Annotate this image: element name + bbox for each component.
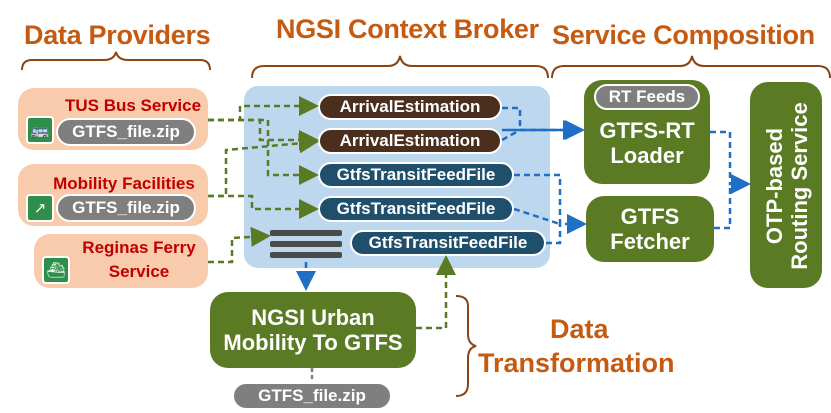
- ferry-icon: ⛴: [42, 256, 70, 284]
- entity-arrival-estimation-1: ArrivalEstimation: [318, 94, 502, 120]
- entity-arrival-estimation-2: ArrivalEstimation: [318, 128, 502, 154]
- entity-gtfs-transit-feed-file-3: GtfsTransitFeedFile: [350, 230, 546, 256]
- gtfs-fetcher-box: GTFS Fetcher: [586, 196, 714, 262]
- brace-service-composition: [551, 55, 831, 79]
- gtfs-rt-loader-label-line2: Loader: [610, 143, 684, 168]
- arrow-gtfs2-to-fetcher: [513, 207, 561, 226]
- arrow-ferry-to-db: [208, 226, 271, 264]
- context-broker-title: NGSI Context Broker: [276, 14, 539, 44]
- arrow-urban-to-gtfs3: [416, 255, 456, 330]
- arrow-loader-to-routing: [710, 130, 751, 194]
- gtfs-fetcher-label-line2: Fetcher: [610, 229, 690, 254]
- data-providers-title: Data Providers: [24, 20, 211, 50]
- data-transformation-label-line1: Data: [550, 314, 609, 344]
- provider-reginas-ferry-name-line2: Service: [108, 262, 170, 281]
- output-gtfs-file: GTFS_file.zip: [232, 382, 392, 410]
- database-icon: [270, 230, 342, 260]
- routing-service-box: [750, 82, 822, 288]
- arrow-fetcher-to-routing: [714, 184, 732, 230]
- data-transformation-label-line2: Transformation: [478, 348, 675, 378]
- brace-data-transformation: [455, 295, 477, 397]
- arrow-arrival-to-loader: [502, 106, 585, 140]
- arrow-tus-to-arrival2: [208, 118, 319, 150]
- service-composition-title: Service Composition: [552, 20, 815, 50]
- provider-reginas-ferry-name-line1: Reginas Ferry: [82, 238, 196, 257]
- brace-context-broker: [251, 55, 549, 79]
- rt-feeds-badge: RT Feeds: [594, 84, 700, 110]
- brace-data-providers: [21, 51, 211, 71]
- provider-tus-bus-name: TUS Bus Service: [64, 96, 202, 115]
- gtfs-rt-loader-label-line1: GTFS-RT: [599, 117, 695, 143]
- ngsi-urban-mobility-box: NGSI Urban Mobility To GTFS: [210, 292, 416, 368]
- arrow-tus-to-gtfs1: [208, 118, 319, 185]
- escalator-icon: ↗: [26, 194, 54, 222]
- ngsi-urban-mobility-line1: NGSI Urban: [251, 304, 375, 330]
- provider-tus-bus-file: GTFS_file.zip: [56, 118, 196, 146]
- gtfs-fetcher-label-line1: GTFS: [620, 203, 680, 229]
- bus-icon: 🚌: [26, 116, 54, 144]
- arrow-tus-to-arrival1: [208, 96, 319, 122]
- entity-gtfs-transit-feed-file-1: GtfsTransitFeedFile: [318, 162, 514, 188]
- ngsi-urban-mobility-line2: Mobility To GTFS: [223, 330, 403, 355]
- arrow-mobility-to-arrival2: [208, 133, 319, 198]
- entity-gtfs-transit-feed-file-2: GtfsTransitFeedFile: [318, 196, 514, 222]
- arrow-mobility-to-gtfs2: [208, 194, 319, 219]
- arrow-gtfs3-to-fetcher: [546, 224, 562, 245]
- arrow-arrival2-to-loader: [501, 128, 521, 142]
- provider-mobility-facilities-name: Mobility Facilities: [53, 174, 195, 193]
- provider-mobility-facilities-file: GTFS_file.zip: [56, 194, 196, 222]
- arrow-gtfs1-to-fetcher: [514, 173, 587, 234]
